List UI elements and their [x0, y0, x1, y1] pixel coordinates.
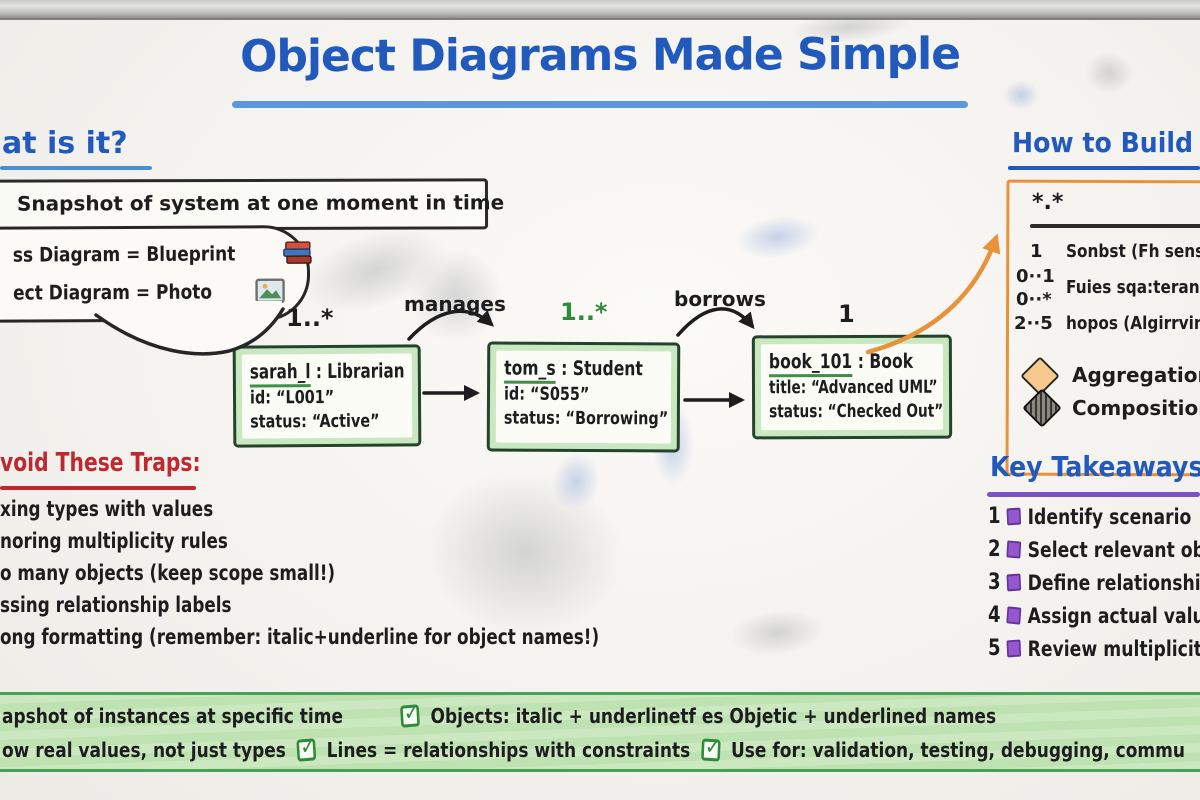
banner-text: ow real values, not just types [2, 738, 286, 762]
object-attr: status: “Borrowing” [503, 407, 669, 430]
trap-item: ssing relationship labels [0, 593, 232, 617]
multiplicity-range: 2··5 [1014, 313, 1053, 334]
takeaway-number: 5 [988, 636, 1001, 661]
multiplicity-range: 0··1 [1016, 266, 1055, 287]
multiplicity-header: *.* [1032, 190, 1064, 215]
multiplicity-text: Fuies sqa:terane.. [1066, 277, 1200, 298]
takeaway-label: Identify scenario [1027, 504, 1192, 529]
object-attr: id: “L001” [249, 386, 335, 409]
object-multiplicity: 1 [838, 300, 855, 328]
takeaway-number: 2 [988, 537, 1001, 562]
checkbox-icon [296, 738, 317, 762]
object-name: book_101 [768, 348, 853, 378]
purple-square-icon [1006, 606, 1022, 625]
takeaway-item: 2 Select relevant ob [988, 537, 1200, 562]
eraser-smudge [1003, 80, 1039, 110]
trap-item: noring multiplicity rules [0, 529, 228, 553]
takeaway-number: 3 [988, 570, 1001, 595]
multiplicity-range: 0··* [1016, 289, 1052, 310]
title-underline [232, 101, 968, 108]
takeaway-label: Select relevant ob [1027, 537, 1200, 562]
traps-heading: void These Traps: [0, 448, 201, 478]
purple-square-icon [1006, 573, 1022, 592]
takeaway-label: Define relationshi [1027, 570, 1200, 595]
object-attr: status: “Active” [250, 410, 380, 433]
object-multiplicity: 1..* [560, 298, 608, 326]
banner-row: ow real values, not just types Lines = r… [2, 738, 1185, 762]
checkbox-icon [400, 704, 421, 728]
object-attr: id: “S055” [503, 383, 590, 406]
object-multiplicity: 1..* [286, 304, 334, 332]
trap-item: o many objects (keep scope small!) [0, 561, 336, 585]
relationship-label: borrows [674, 287, 766, 311]
object-card-tom: tom_s : Student id: “S055” status: “Borr… [486, 341, 681, 453]
borrows-arrow [676, 307, 755, 337]
what-is-it-heading: at is it? [2, 126, 128, 161]
object-name: tom_s [504, 355, 556, 384]
purple-square-icon [1006, 507, 1022, 526]
banner-text: Use for: validation, testing, debugging,… [730, 738, 1185, 762]
books-icon [282, 241, 312, 264]
multiplicity-text: Sonbst (Fh senso [1066, 241, 1200, 262]
trap-item: ong formatting (remember: italic+underli… [0, 625, 600, 649]
eraser-smudge [546, 447, 606, 515]
banner-row: apshot of instances at specific time Obj… [2, 704, 996, 728]
legend-label: Composition [1072, 396, 1200, 420]
eraser-smudge [732, 210, 823, 264]
definition-box: Snapshot of system at one moment in time [0, 178, 505, 231]
eraser-smudge [1085, 52, 1133, 94]
takeaway-number: 1 [988, 504, 1001, 529]
summary-banner: apshot of instances at specific time Obj… [0, 692, 1200, 772]
trap-item: xing types with values [0, 497, 214, 521]
purple-square-icon [1006, 639, 1022, 658]
banner-text: apshot of instances at specific time [2, 704, 344, 728]
object-type: : Student [555, 355, 643, 381]
bubble-line-text: ect Diagram = Photo [13, 279, 213, 305]
object-card-sarah: sarah_l : Librarian id: “L001” status: “… [232, 344, 422, 448]
definition-text: Snapshot of system at one moment in time [16, 190, 505, 216]
object-attr: status: “Checked Out” [769, 400, 944, 423]
bubble-line: ect Diagram = Photo [13, 278, 285, 304]
object-attr: title: “Advanced UML” [768, 376, 938, 399]
object-type: : Librarian [310, 358, 405, 384]
howto-underline [1008, 166, 1200, 170]
bubble-line-text: ss Diagram = Blueprint [12, 241, 236, 267]
multiplicity-range: 1 [1030, 241, 1043, 262]
photo-icon [255, 278, 285, 304]
takeaway-item: 5 Review multiplicit [988, 636, 1200, 661]
multiplicity-text: hopos (Algirrving [1066, 313, 1200, 334]
bubble-line: ss Diagram = Blueprint [13, 240, 313, 268]
howto-heading: How to Build [1012, 126, 1194, 159]
takeaways-underline [987, 492, 1200, 497]
object-card-book: book_101 : Book title: “Advanced UML” st… [751, 334, 953, 440]
purple-square-icon [1006, 540, 1022, 559]
takeaway-item: 3 Define relationshi [988, 570, 1200, 595]
object-name: sarah_l [249, 359, 311, 388]
speech-bubble: ss Diagram = Blueprint ect Diagram = Pho… [0, 225, 313, 323]
takeaway-label: Review multiplicit [1027, 636, 1200, 661]
what-is-it-underline [0, 166, 152, 170]
checkbox-icon [700, 738, 721, 762]
header-rule [1030, 224, 1200, 228]
takeaway-item: 1 Identify scenario [988, 504, 1191, 529]
object-type: : Book [852, 348, 914, 373]
page-title: Object Diagrams Made Simple [239, 28, 961, 83]
traps-underline [0, 486, 196, 490]
takeaway-number: 4 [988, 603, 1001, 628]
whiteboard-frame-top [0, 0, 1200, 20]
eraser-smudge [416, 459, 634, 646]
banner-text: Lines = relationships with constraints [326, 738, 691, 762]
relationship-label: manages [404, 292, 506, 316]
takeaway-item: 4 Assign actual valu [988, 603, 1200, 628]
takeaways-heading: Key Takeaways [990, 450, 1200, 483]
takeaway-label: Assign actual valu [1027, 603, 1200, 628]
legend-label: Aggregation [1072, 363, 1200, 387]
banner-text: Objects: italic + underlinetf es Objetic… [430, 704, 997, 728]
